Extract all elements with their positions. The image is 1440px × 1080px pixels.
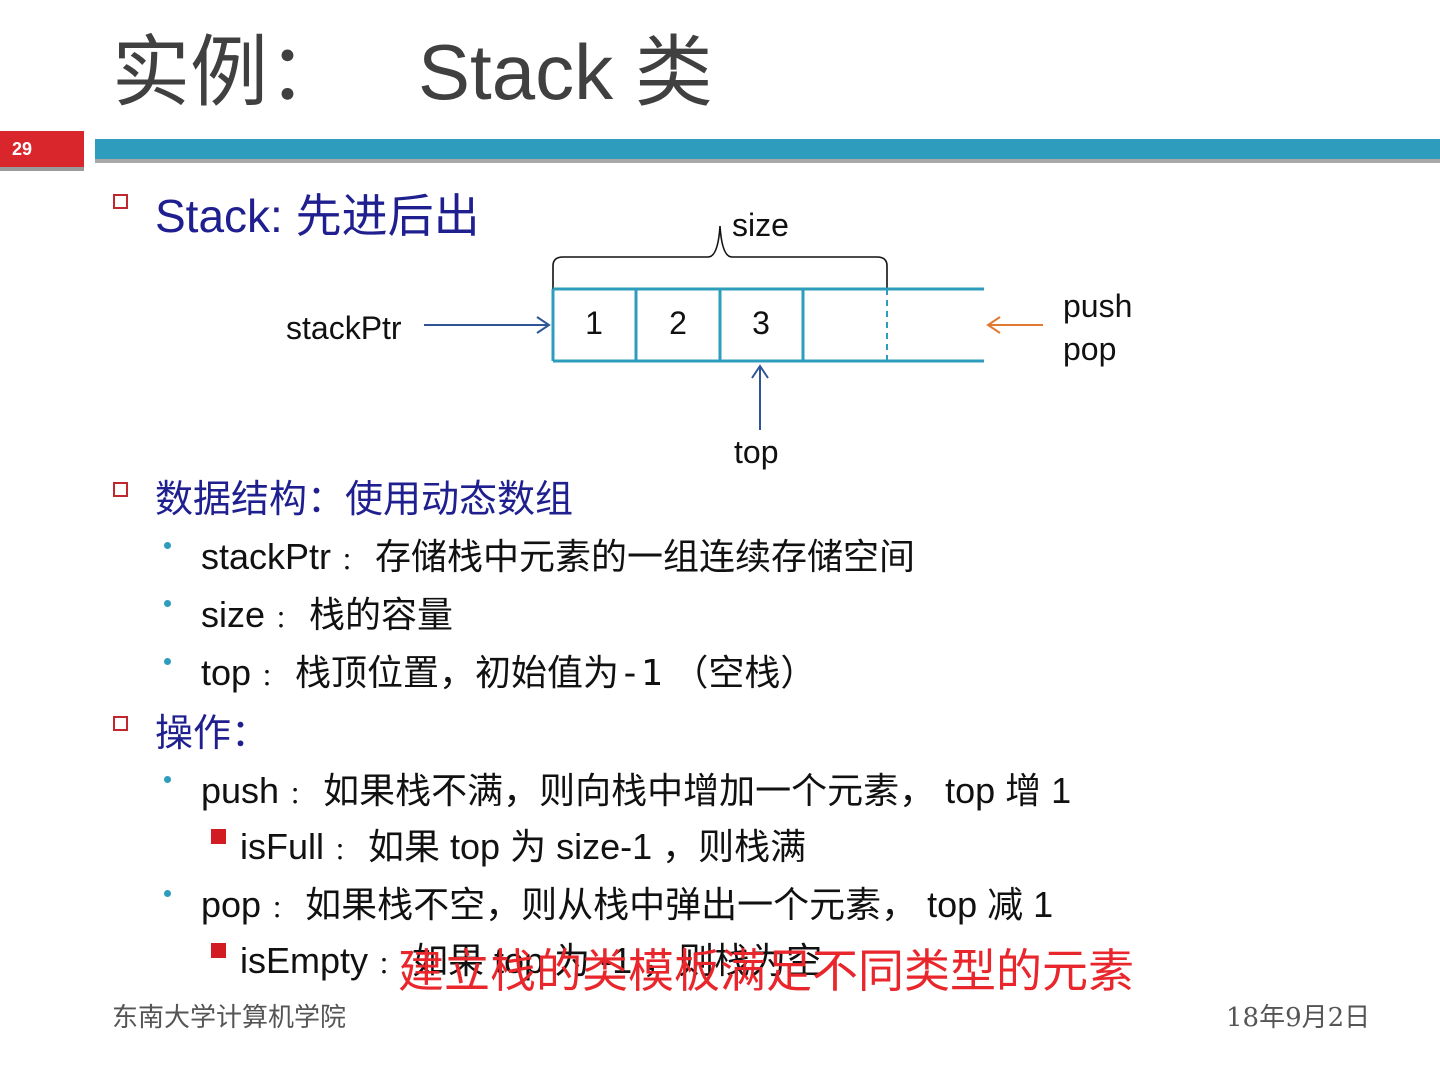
stackptr-arrowhead-icon xyxy=(536,316,551,334)
title-sub: Stack 类 xyxy=(418,28,713,116)
push-label: push xyxy=(1063,288,1132,324)
push-arrowhead-icon xyxy=(986,316,1001,334)
top-arrowhead-icon xyxy=(751,364,769,379)
cell-value: 3 xyxy=(752,305,770,341)
bullet-square-icon xyxy=(113,482,128,497)
size-label: size xyxy=(732,207,789,243)
op-subitem-isempty: isEmpty ： 如果 top 为 -1 ，则栈为空 xyxy=(240,940,823,981)
slide-number: 29 xyxy=(0,131,84,167)
op-subitem-isfull: isFull ： 如果 top 为 size-1 ，则栈满 xyxy=(240,826,807,867)
footer-date: 18年9月2日 xyxy=(1226,1003,1371,1033)
bullet-dot-icon xyxy=(164,890,171,897)
header-bar xyxy=(95,139,1440,159)
heading-stack: Stack: 先进后出 xyxy=(155,190,480,242)
data-item-stackptr: stackPtr ： 存储栈中元素的一组连续存储空间 xyxy=(201,536,916,577)
bullet-dot-icon xyxy=(164,600,171,607)
title-main: 实例： xyxy=(112,28,347,116)
bullet-square-icon xyxy=(113,194,128,209)
pop-label: pop xyxy=(1063,331,1116,367)
stack-diagram: size 1 2 3 stackPtr push pop top xyxy=(286,207,1132,470)
op-item-pop: pop ： 如果栈不空，则从栈中弹出一个元素， top 减 1 xyxy=(201,884,1054,925)
op-item-push: push ： 如果栈不满，则向栈中增加一个元素， top 增 1 xyxy=(201,770,1072,811)
cell-value: 1 xyxy=(585,305,603,341)
stackptr-label: stackPtr xyxy=(286,310,402,346)
data-item-size: size ： 栈的容量 xyxy=(201,594,454,635)
section-data-structure: 数据结构：使用动态数组 xyxy=(155,479,574,521)
cell-value: 2 xyxy=(669,305,687,341)
bullet-dot-icon xyxy=(164,542,171,549)
footer-institution: 东南大学计算机学院 xyxy=(112,1003,347,1033)
slide-title: 实例： Stack 类 xyxy=(112,28,713,116)
bullet-square-icon xyxy=(113,716,128,731)
overlay-note: 建立栈的类模板满足不同类型的元素 xyxy=(398,945,1134,997)
bullet-dot-icon xyxy=(164,776,171,783)
bullet-dot-icon xyxy=(164,658,171,665)
section-operations: 操作： xyxy=(155,713,270,755)
top-label: top xyxy=(734,434,778,470)
data-item-top: top ： 栈顶位置，初始值为-1 （空栈） xyxy=(201,652,817,694)
bullet-red-square-icon xyxy=(211,829,226,844)
size-brace xyxy=(552,225,888,290)
bullet-red-square-icon xyxy=(211,943,226,958)
